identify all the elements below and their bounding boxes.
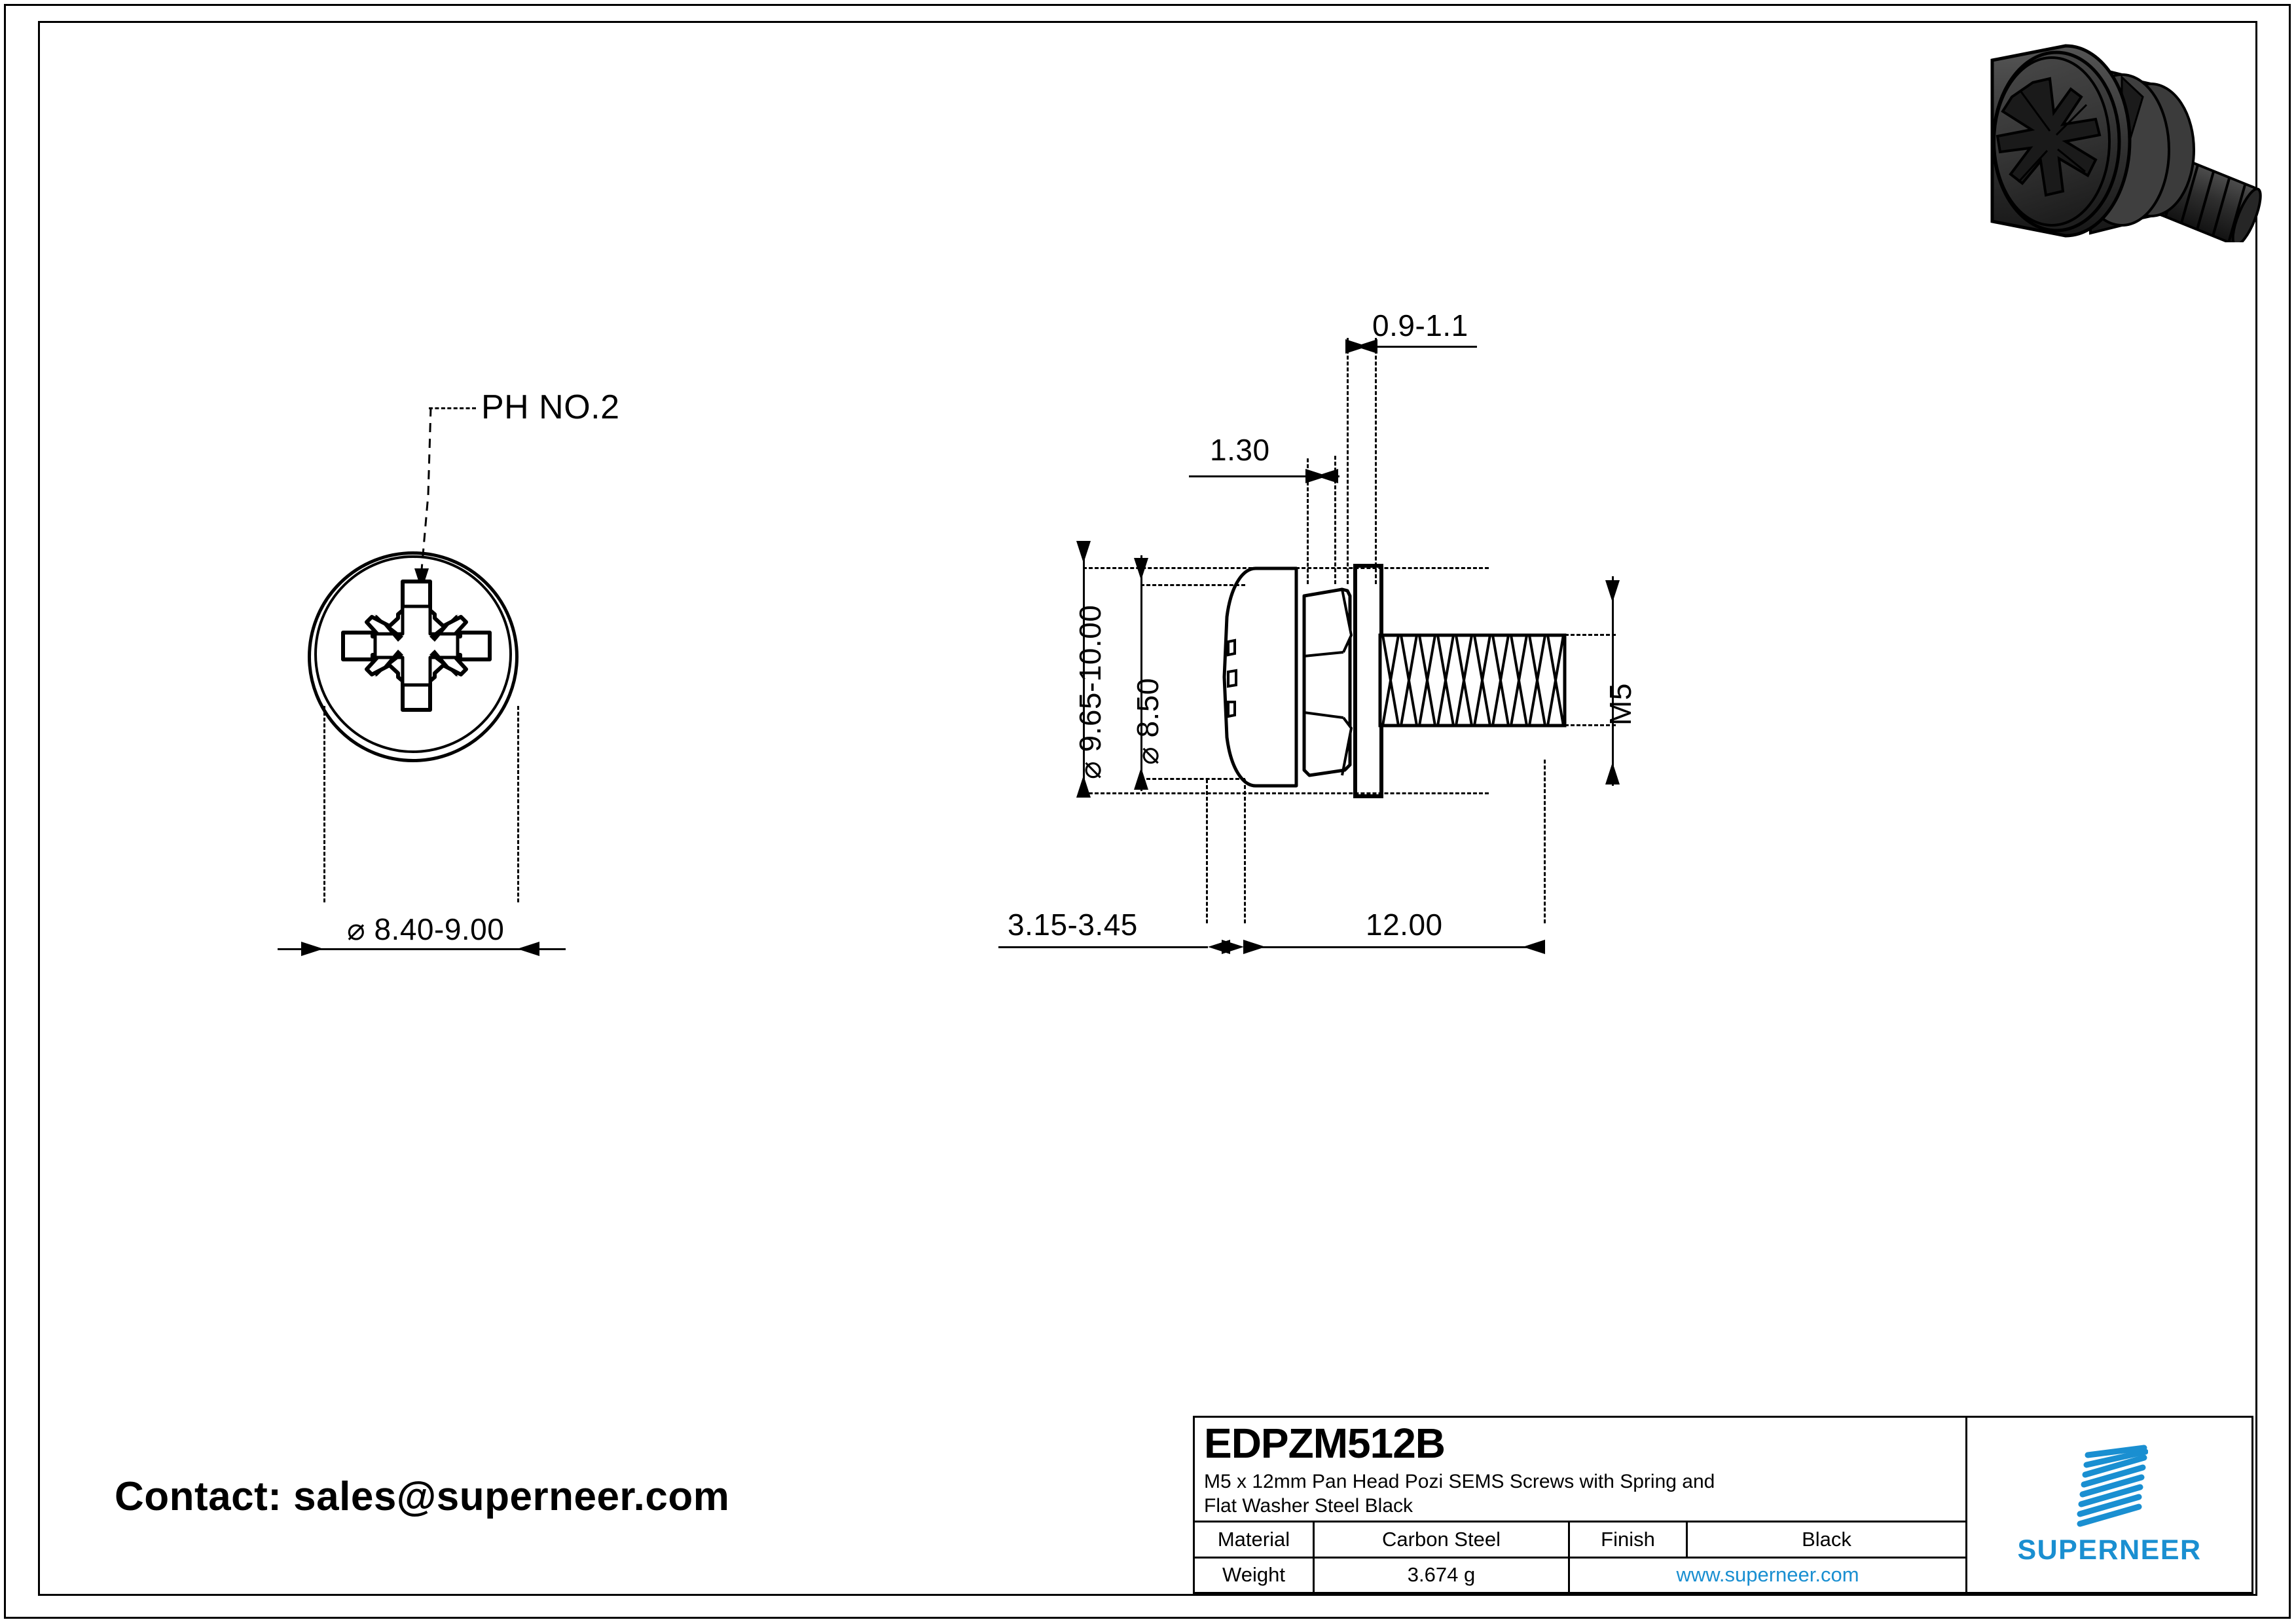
pozidriv-recess-icon: [341, 580, 492, 712]
title-block-description: EDPZM512B M5 x 12mm Pan Head Pozi SEMS S…: [1195, 1418, 1965, 1522]
flat-washer-thickness-dim: 0.9-1.1: [1372, 308, 1468, 342]
top-view-dim-arrow-left: [301, 942, 323, 956]
weight-label: Weight: [1222, 1563, 1285, 1587]
thread-size-dim: M5: [1603, 683, 1637, 726]
spring-thk-arrow-right: [1316, 469, 1338, 483]
product-description: M5 x 12mm Pan Head Pozi SEMS Screws with…: [1204, 1469, 1956, 1518]
ph-no2-leader-horizontal: [429, 407, 476, 409]
product-description-line1: M5 x 12mm Pan Head Pozi SEMS Screws with…: [1204, 1471, 1715, 1493]
thread-len-ext-right: [1544, 760, 1546, 923]
finish-label: Finish: [1568, 1522, 1686, 1557]
head-height-dim: 3.15-3.45: [1008, 908, 1138, 942]
ph-no2-callout-label: PH NO.2: [481, 388, 620, 426]
spring-thk-dim-line: [1189, 475, 1339, 477]
top-view-ext-left: [323, 706, 325, 902]
weight-value: 3.674 g: [1313, 1558, 1568, 1592]
part-number: EDPZM512B: [1204, 1420, 1446, 1467]
sheet-border-inner: [38, 21, 2257, 1596]
flat-thk-ext-right: [1375, 338, 1377, 584]
head-dia-arrow-top: [1134, 558, 1148, 580]
superneer-logo-icon: [2077, 1445, 2148, 1526]
title-block-row-material: Material Carbon Steel Finish Black: [1195, 1522, 1965, 1557]
flange-dia-dim-line: [1083, 542, 1085, 798]
material-value: Carbon Steel: [1313, 1522, 1568, 1557]
head-dia-ext-bottom: [1140, 778, 1245, 780]
title-block: EDPZM512B M5 x 12mm Pan Head Pozi SEMS S…: [1193, 1416, 2253, 1594]
finish-value: Black: [1686, 1522, 1965, 1557]
flat-thk-ext-left: [1347, 338, 1349, 584]
head-outer-circle: [308, 551, 519, 762]
flange-dia-ext-bottom: [1083, 792, 1489, 794]
material-label: Material: [1217, 1527, 1290, 1551]
flat-thk-dim-line: [1346, 346, 1477, 348]
head-diameter-dim: ⌀ 8.50: [1131, 677, 1165, 765]
website-link[interactable]: www.superneer.com: [1568, 1558, 1965, 1592]
screw-3d-head: [1990, 44, 2132, 238]
spring-thk-ext-right: [1334, 456, 1336, 584]
brand-logo-block: SUPERNEER: [1967, 1418, 2251, 1592]
screw-3d-pozi-recess: [1995, 77, 2102, 197]
head-height-ext-right: [1244, 779, 1246, 923]
flange-dia-arrow-bottom: [1076, 775, 1091, 798]
thread-length-arrow-right: [1523, 940, 1545, 954]
m5-dim-line: [1612, 576, 1614, 786]
thread-length-dim-line: [1244, 946, 1545, 948]
thread-length-dim: 12.00: [1366, 908, 1443, 942]
flat-thk-arrow-right: [1355, 339, 1377, 354]
m5-arrow-top: [1605, 580, 1620, 602]
flange-dia-arrow-top: [1076, 541, 1091, 563]
thread-length-arrow-left: [1243, 940, 1266, 954]
head-height-arrow-inner: [1222, 940, 1244, 954]
top-view-head-diameter-dim: ⌀ 8.40-9.00: [343, 912, 509, 947]
head-height-dim-line: [998, 946, 1208, 948]
top-view-ext-right: [517, 706, 519, 902]
screw-3d-render: [1935, 20, 2291, 247]
m5-ext-bottom: [1529, 724, 1616, 726]
brand-name: SUPERNEER: [2017, 1534, 2202, 1566]
m5-arrow-bottom: [1605, 762, 1620, 784]
title-block-info: EDPZM512B M5 x 12mm Pan Head Pozi SEMS S…: [1195, 1418, 1967, 1592]
flange-diameter-dim: ⌀ 9.65-10.00: [1073, 604, 1107, 779]
head-inner-circle: [314, 555, 512, 753]
product-description-line2: Flat Washer Steel Black: [1204, 1495, 1413, 1517]
head-dia-ext-top: [1140, 584, 1245, 586]
sheet-border-outer: [4, 4, 2291, 1619]
title-block-row-weight: Weight 3.674 g www.superneer.com: [1195, 1556, 1965, 1592]
m5-ext-top: [1529, 634, 1616, 636]
head-dia-dim-line: [1140, 555, 1142, 791]
top-view-dim-line: [278, 948, 566, 950]
head-top-view: [308, 549, 524, 765]
spring-washer-thickness-dim: 1.30: [1210, 433, 1270, 467]
screw-side-view: [1205, 557, 1663, 799]
contact-email-text: Contact: sales@superneer.com: [115, 1474, 730, 1519]
top-view-dim-arrow-right: [517, 942, 539, 956]
flange-dia-ext-top: [1083, 567, 1489, 569]
head-height-ext-left: [1206, 779, 1208, 923]
spring-thk-ext-left: [1307, 458, 1309, 584]
